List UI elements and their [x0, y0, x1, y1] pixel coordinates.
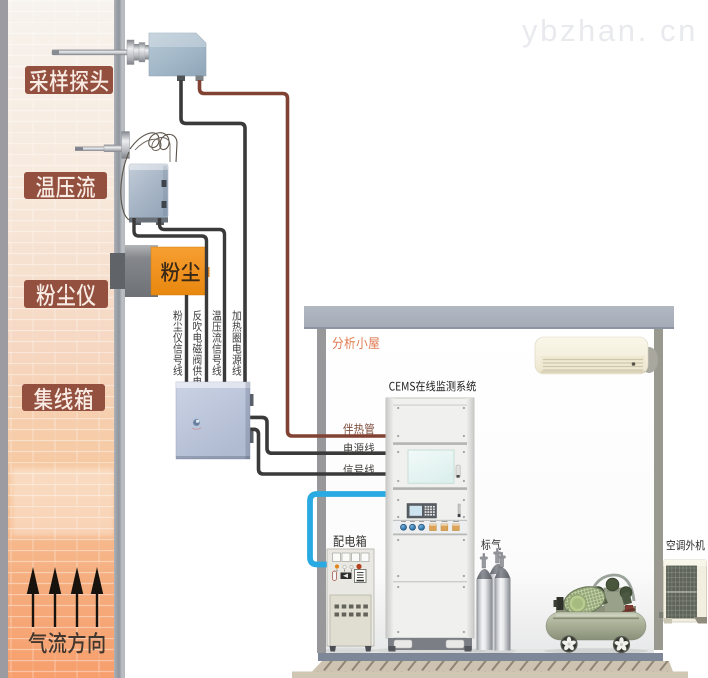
svg-text:ybzhan. cn: ybzhan. cn	[522, 13, 698, 48]
